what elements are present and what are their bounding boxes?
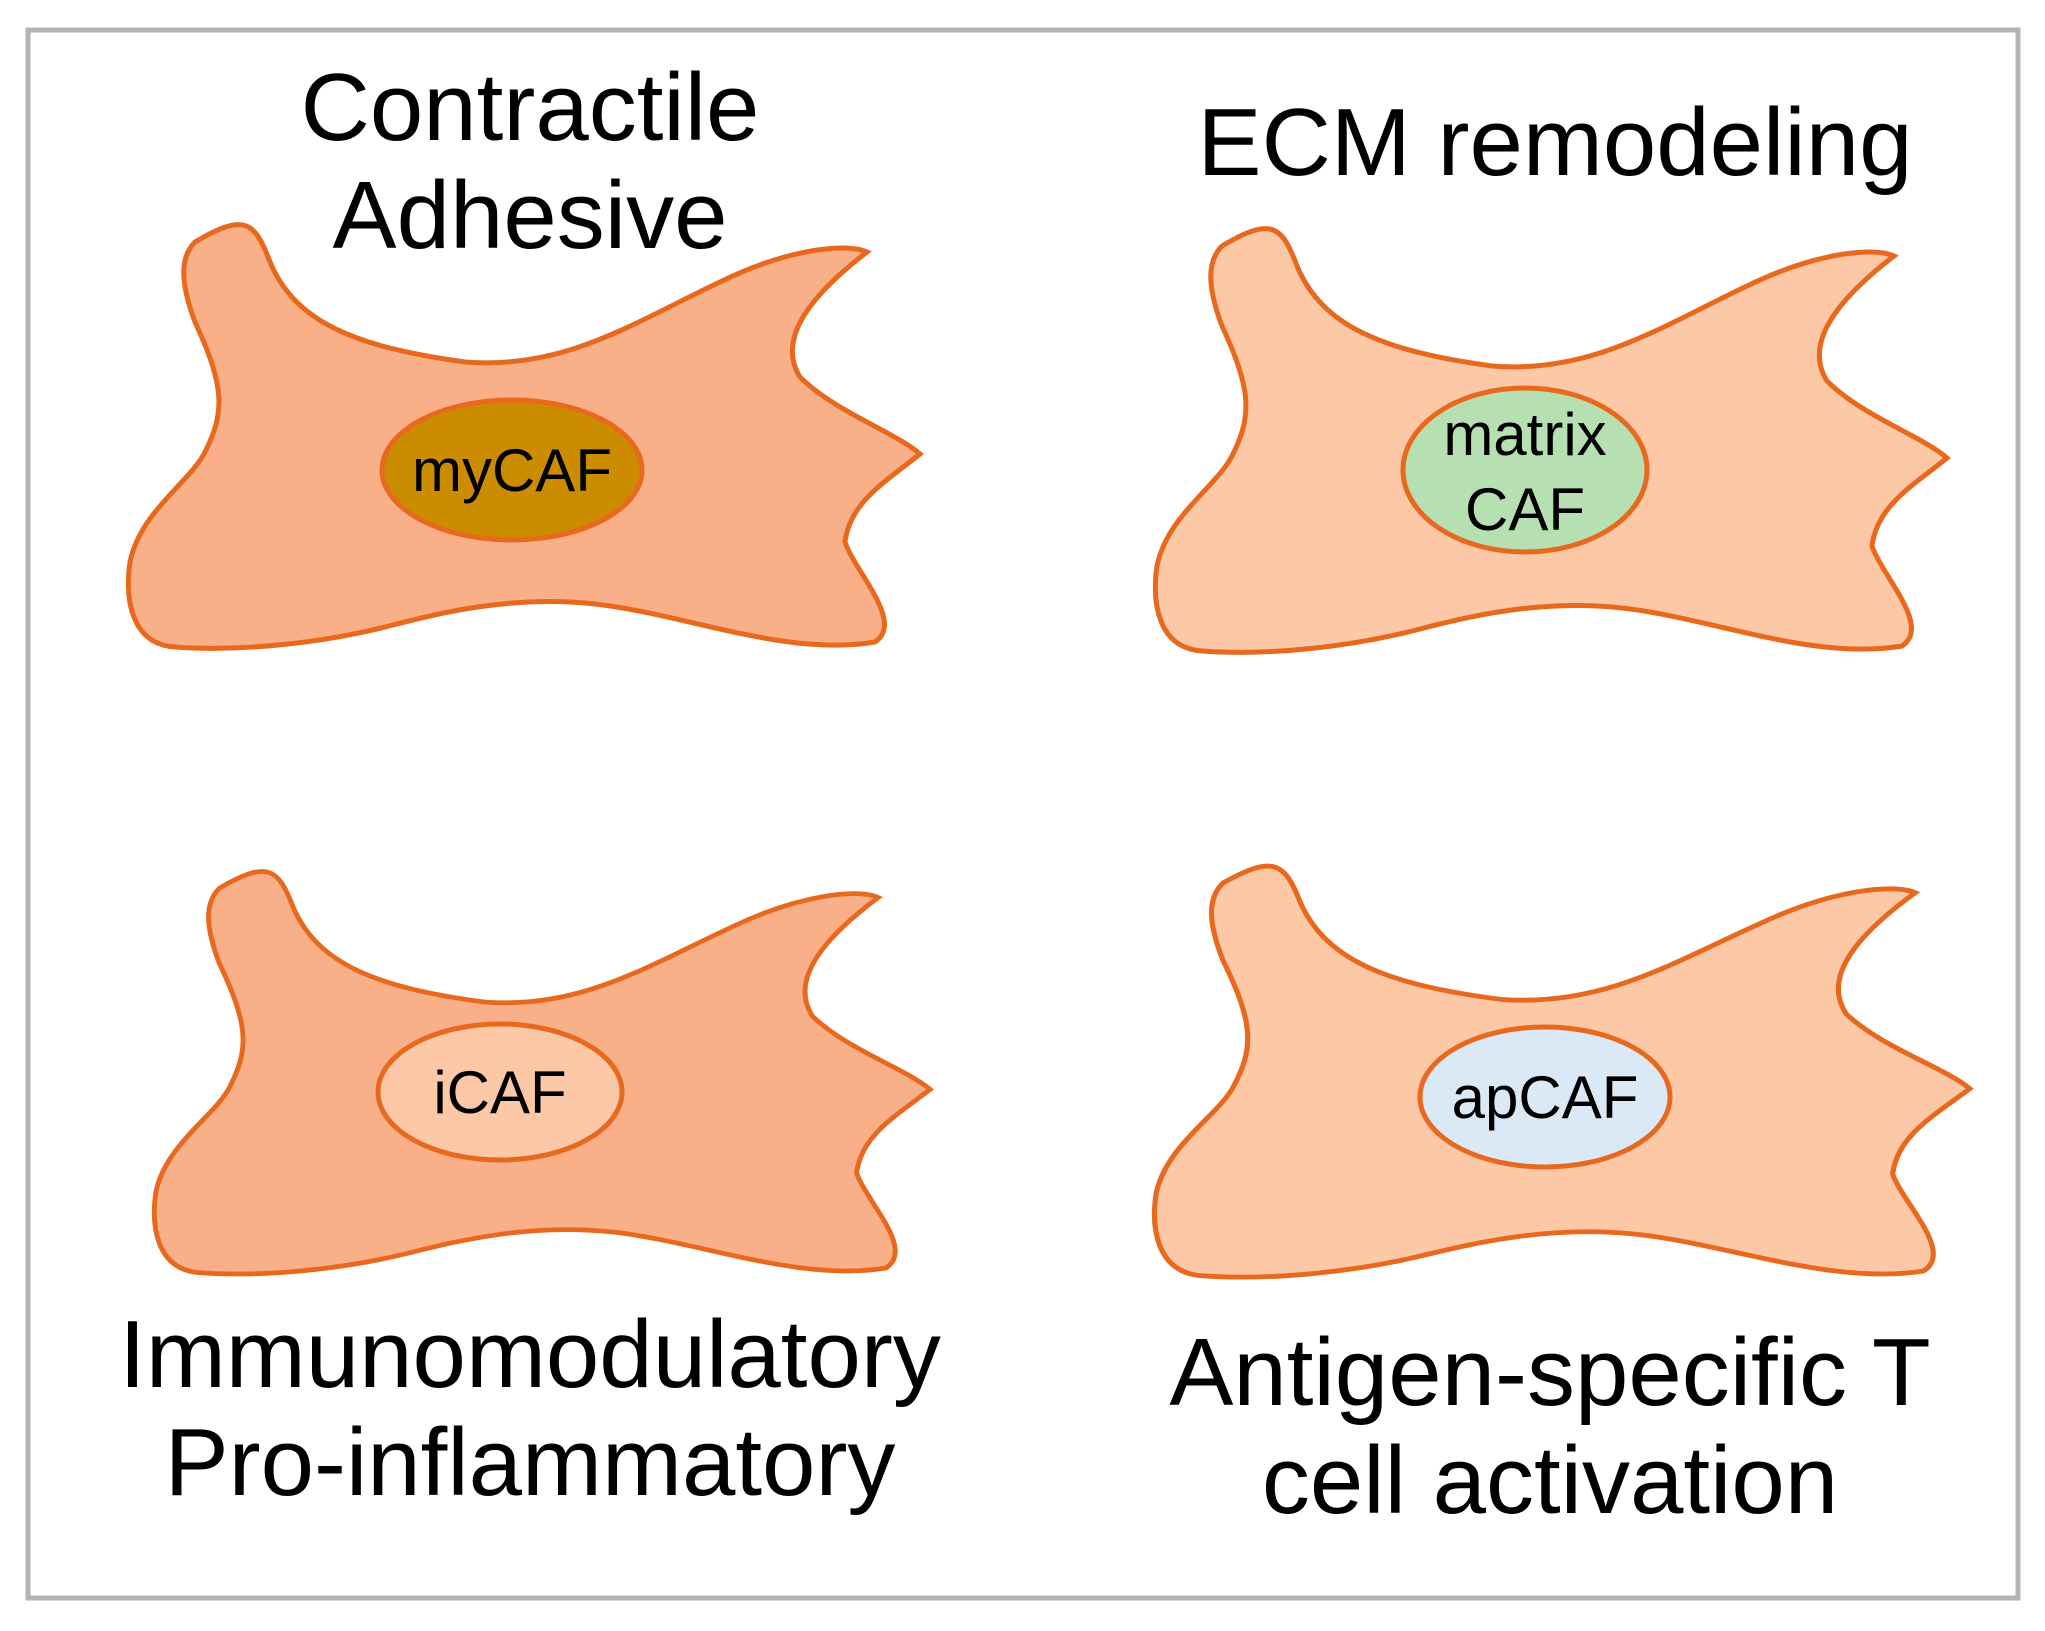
- mycaf-nucleus: [379, 397, 645, 543]
- mycaf-nucleus-label: myCAF: [412, 437, 612, 504]
- icaf-nucleus: [375, 1021, 625, 1163]
- icaf-panel: iCAF Immunomodulatory Pro-inflammatory: [119, 871, 941, 1516]
- apcaf-panel: apCAF Antigen-specific T cell activation: [1155, 866, 1970, 1534]
- apcaf-nucleus: [1417, 1024, 1673, 1170]
- mycaf-panel: myCAF Contractile Adhesive: [128, 54, 920, 648]
- icaf-title-line-2: Pro-inflammatory: [165, 1409, 896, 1516]
- icaf-title-line-1: Immunomodulatory: [119, 1301, 941, 1408]
- figure-frame: [25, 27, 2021, 1601]
- apcaf-title-line-1: Antigen-specific T: [1169, 1319, 1930, 1426]
- matrix-caf-nucleus: [1400, 385, 1650, 555]
- matrix-caf-nucleus-label-line-2: CAF: [1465, 476, 1585, 543]
- matrix-caf-title: ECM remodeling: [1198, 89, 1913, 196]
- apcaf-nucleus-label: apCAF: [1452, 1064, 1639, 1131]
- apcaf-title-line-2: cell activation: [1262, 1427, 1838, 1534]
- mycaf-title-line-1: Contractile: [301, 54, 760, 161]
- matrix-caf-nucleus-label-line-1: matrix: [1443, 401, 1606, 468]
- mycaf-title-line-2: Adhesive: [333, 162, 728, 269]
- icaf-nucleus-label: iCAF: [433, 1059, 566, 1126]
- matrix-caf-panel: matrix CAF ECM remodeling: [1155, 89, 1947, 652]
